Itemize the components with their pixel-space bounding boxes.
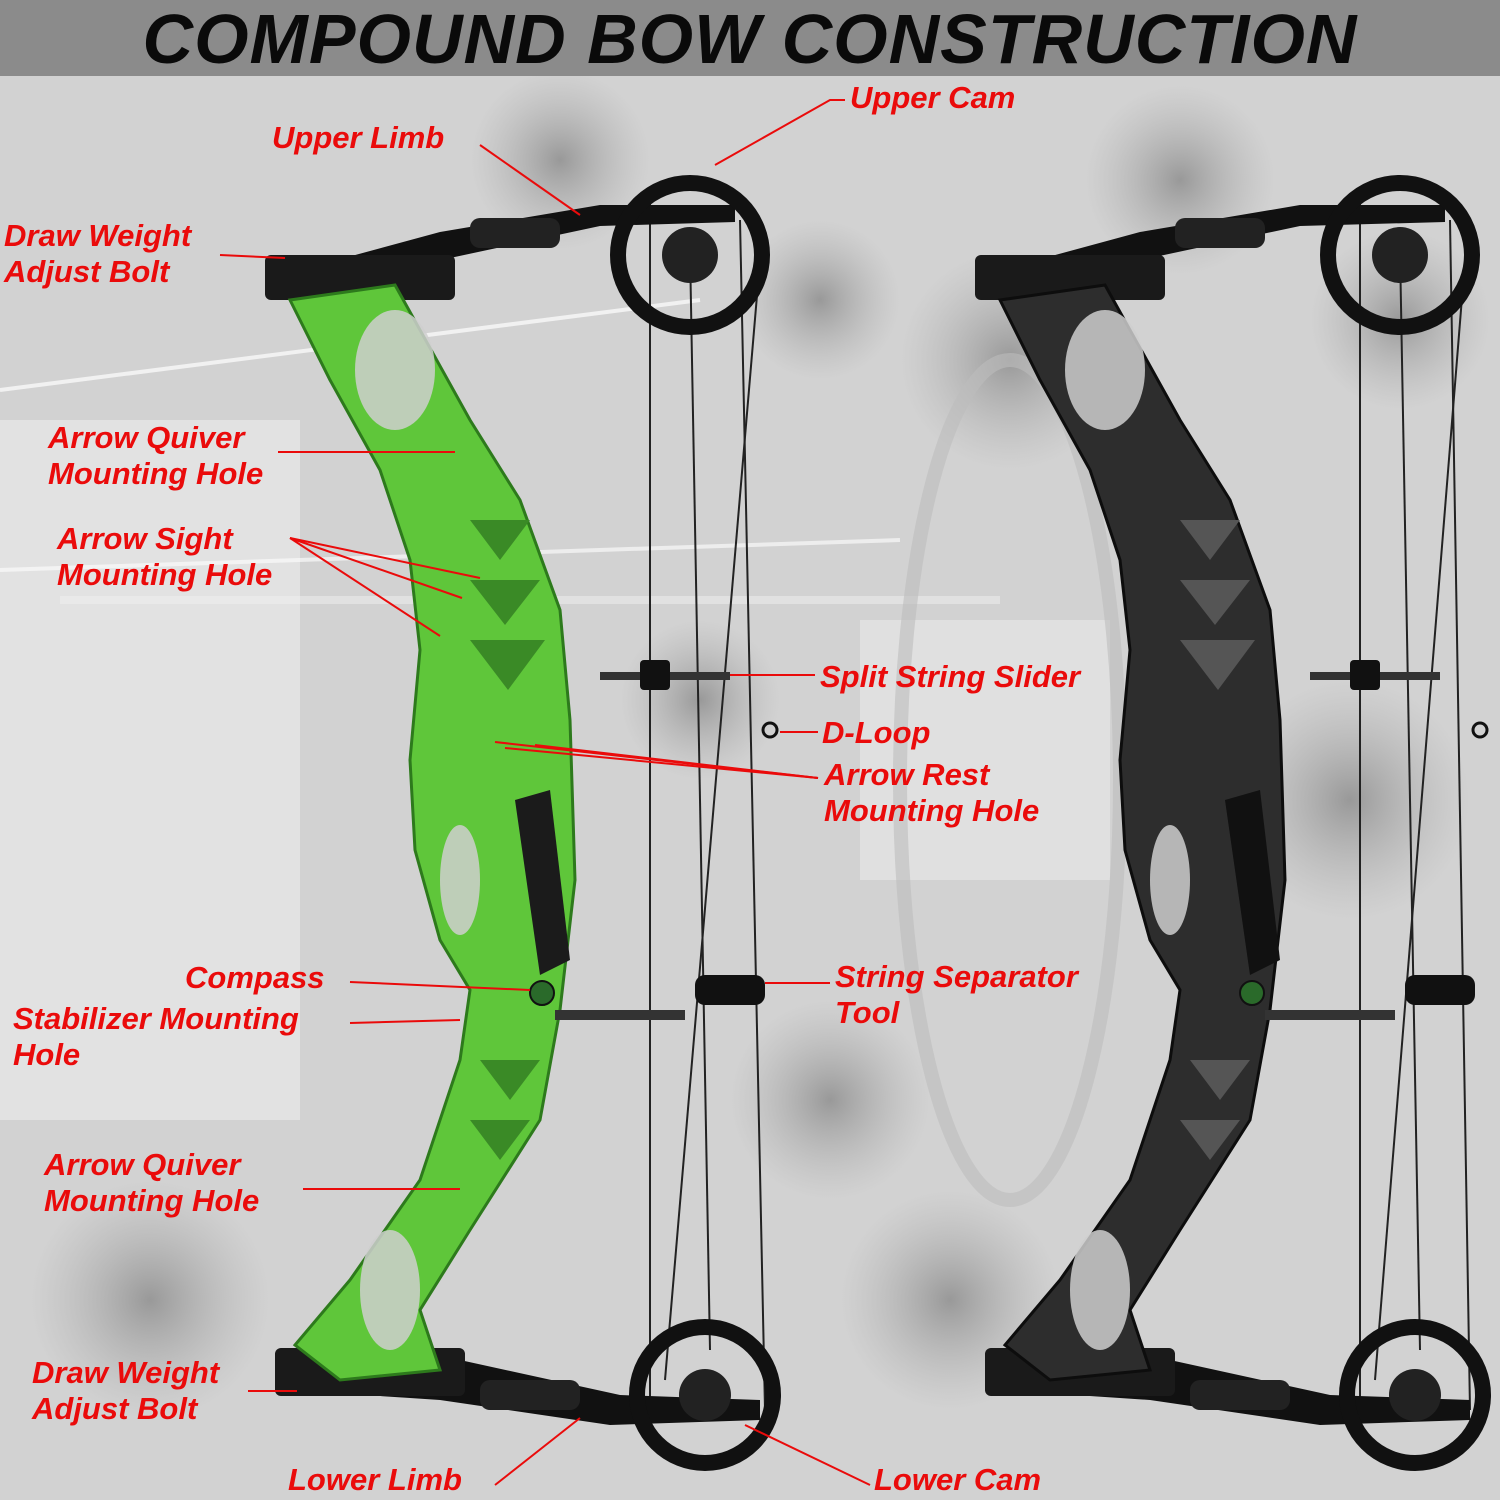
- label-arrow-rest-mounting-hole: Arrow Rest Mounting Hole: [824, 757, 1040, 828]
- label-lower-limb: Lower Limb: [288, 1462, 462, 1497]
- label-upper-limb: Upper Limb: [272, 120, 445, 155]
- label-d-loop: D-Loop: [822, 715, 931, 750]
- black-bow-strings: [1359, 200, 1471, 1411]
- page-title: COMPOUND BOW CONSTRUCTION: [142, 0, 1358, 78]
- leader-lower-limb: [494, 1417, 581, 1486]
- leader-lower-cam: [744, 1424, 871, 1486]
- label-upper-cam: Upper Cam: [850, 80, 1016, 115]
- label-lower-cam: Lower Cam: [874, 1462, 1042, 1497]
- title-bar: [0, 0, 1500, 76]
- label-draw-weight-adjust-bolt-top: Draw Weight Adjust Bolt: [4, 218, 192, 289]
- black-riser: [997, 283, 1287, 1382]
- leader-upper-limb: [479, 144, 581, 216]
- leader-arrow-sight-b: [289, 537, 463, 599]
- leader-stabilizer: [349, 1019, 461, 1024]
- green-lower-cam: [629, 1319, 781, 1471]
- green-bow-strings: [649, 200, 766, 1411]
- leader-arrow-sight-a: [289, 537, 481, 579]
- green-compass: [529, 980, 555, 1006]
- label-stabilizer-mounting-hole: Stabilizer Mounting Hole: [13, 1001, 299, 1072]
- leader-arrow-rest-c: [534, 744, 819, 779]
- label-arrow-sight-mounting-hole: Arrow Sight Mounting Hole: [57, 521, 273, 592]
- green-riser: [287, 283, 577, 1382]
- leader-lines: [219, 99, 871, 1486]
- label-arrow-quiver-mounting-hole-top: Arrow Quiver Mounting Hole: [48, 420, 264, 491]
- green-grip: [515, 790, 570, 975]
- leader-compass: [349, 981, 531, 991]
- black-bow: [975, 175, 1491, 1471]
- leader-draw-weight-top: [219, 254, 286, 259]
- leader-arrow-sight-c: [289, 537, 441, 637]
- label-draw-weight-adjust-bolt-bottom: Draw Weight Adjust Bolt: [32, 1355, 220, 1426]
- label-arrow-quiver-mounting-hole-bottom: Arrow Quiver Mounting Hole: [44, 1147, 260, 1218]
- label-split-string-slider: Split String Slider: [820, 659, 1081, 694]
- leader-upper-cam: [714, 99, 845, 166]
- label-compass: Compass: [185, 960, 325, 995]
- green-bow: [265, 175, 781, 1471]
- leader-arrow-rest-b: [504, 747, 819, 779]
- label-string-separator-tool: String Separator Tool: [835, 959, 1078, 1030]
- green-upper-cam: [610, 175, 770, 335]
